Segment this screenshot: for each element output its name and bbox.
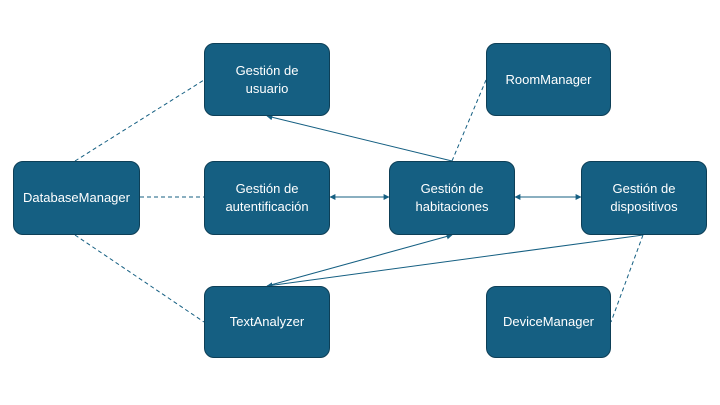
- node-database-manager[interactable]: DatabaseManager: [13, 161, 140, 235]
- node-gestion-usuario[interactable]: Gestión de usuario: [204, 43, 330, 116]
- edge-database-manager-to-text-analyzer: [74, 234, 205, 323]
- node-gestion-habitaciones[interactable]: Gestión de habitaciones: [389, 161, 515, 235]
- node-room-manager[interactable]: RoomManager: [486, 43, 611, 116]
- edge-text-analyzer-to-gestion-habitaciones: [266, 233, 453, 287]
- edge-gestion-habitaciones-to-room-manager: [451, 79, 487, 162]
- edge-gestion-dispositivos-to-text-analyzer: [266, 234, 644, 289]
- node-gestion-autentificacion[interactable]: Gestión de autentificación: [204, 161, 330, 235]
- node-gestion-dispositivos[interactable]: Gestión de dispositivos: [581, 161, 707, 235]
- edge-gestion-habitaciones-to-gestion-usuario: [266, 114, 453, 162]
- edges-layer: [74, 79, 644, 323]
- edge-gestion-dispositivos-to-device-manager: [610, 234, 644, 323]
- edge-database-manager-to-gestion-usuario: [74, 79, 205, 162]
- node-device-manager[interactable]: DeviceManager: [486, 286, 611, 358]
- node-text-analyzer[interactable]: TextAnalyzer: [204, 286, 330, 358]
